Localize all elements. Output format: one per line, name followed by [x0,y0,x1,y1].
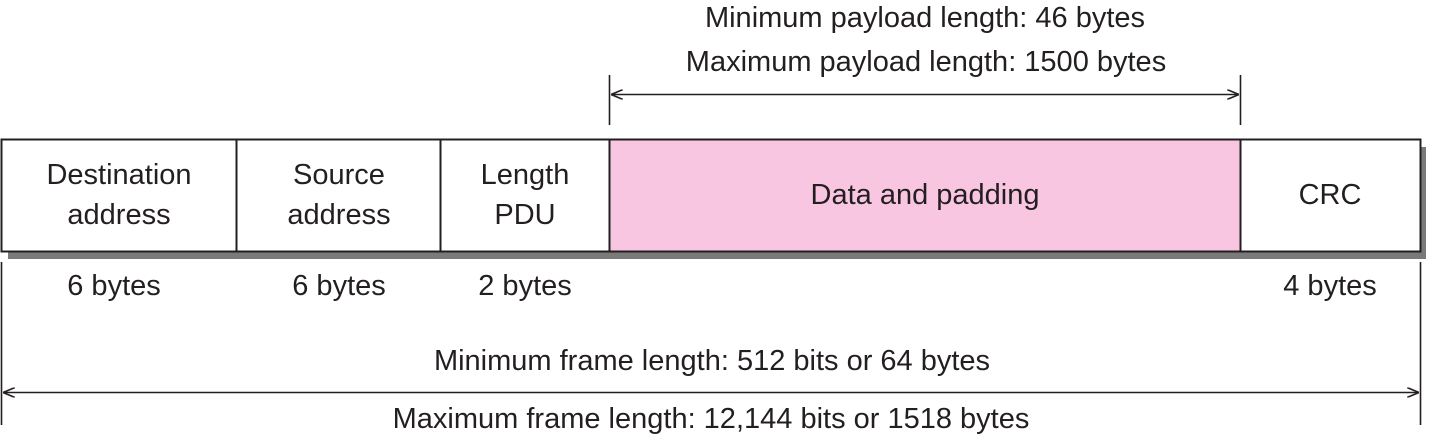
field-source-line1: Source [293,159,385,191]
frame-min-label: Minimum frame length: 512 bits or 64 byt… [433,345,991,377]
payload-max-label: Maximum payload length: 1500 bytes [685,46,1167,78]
field-crc-box [1239,138,1422,253]
field-length-line1: Length [480,159,570,191]
payload-min-label: Minimum payload length: 46 bytes [704,2,1146,34]
field-source-size: 6 bytes [292,270,386,302]
field-crc-size: 4 bytes [1283,270,1377,302]
field-length-pdu-box [439,138,611,253]
field-source-line2: address [287,199,391,231]
field-destination-address-label: Destination address [46,155,191,235]
field-crc-label: CRC [1299,175,1362,215]
frame-max-label: Maximum frame length: 12,144 bits or 151… [392,403,1030,435]
field-length-pdu-label: Length PDU [481,155,570,235]
field-destination-size: 6 bytes [67,270,161,302]
field-crc-line1: CRC [1298,179,1362,211]
field-length-line2: PDU [494,199,556,231]
field-data-padding-box [608,138,1242,253]
field-data-padding-label: Data and padding [811,175,1040,215]
field-destination-address-box [0,138,238,253]
field-destination-line1: Destination [46,159,192,191]
field-data-line1: Data and padding [810,179,1040,211]
field-destination-line2: address [67,199,171,231]
field-source-address-box [235,138,442,253]
field-source-address-label: Source address [287,155,390,235]
field-length-size: 2 bytes [478,270,572,302]
